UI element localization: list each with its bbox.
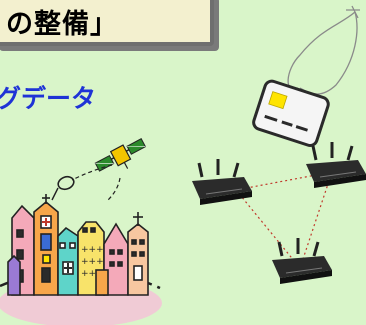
svg-text:+++: +++ [81,257,104,267]
svg-text:+++: +++ [81,269,104,279]
svg-text:+++: +++ [81,245,104,255]
satellite-icon [94,138,147,172]
wireless-router-icon [306,142,366,188]
balloon-icon [51,175,75,201]
hanging-string-icon [287,5,360,95]
big-data-label: グデータ [0,84,97,113]
sim-card-device-icon [252,79,330,147]
signal-path [107,177,121,201]
signal-path [71,164,113,181]
title-text: の整備」 [6,9,118,40]
cartoon-city-icon: +++ +++ +++ [0,194,162,325]
title-banner: の整備」 [0,0,214,46]
wireless-router-icon [192,159,252,205]
wireless-router-icon [272,238,332,284]
